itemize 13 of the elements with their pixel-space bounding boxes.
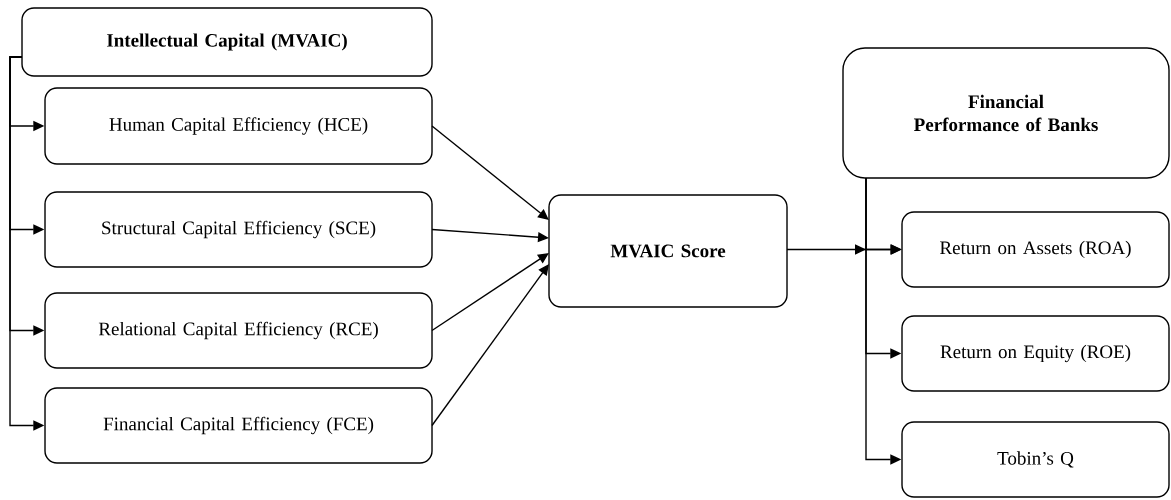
heading-box: Financial Performance of Banks	[842, 47, 1170, 179]
measure-box: Relational Capital Efficiency (RCE)	[44, 292, 433, 369]
score-box: MVAIC Score	[548, 194, 788, 308]
measure-box: Return on Equity (ROE)	[901, 315, 1170, 392]
arrow	[431, 125, 549, 220]
measure-box: Financial Capital Efficiency (FCE)	[44, 387, 433, 464]
heading-box: Intellectual Capital (MVAIC)	[21, 7, 433, 77]
arrow	[431, 264, 549, 427]
measure-box: Tobin’s Q	[901, 421, 1170, 498]
measure-box: Structural Capital Efficiency (SCE)	[44, 191, 433, 268]
measure-box: Human Capital Efficiency (HCE)	[44, 87, 433, 165]
measure-box: Return on Assets (ROA)	[901, 211, 1170, 288]
arrow	[431, 253, 549, 332]
